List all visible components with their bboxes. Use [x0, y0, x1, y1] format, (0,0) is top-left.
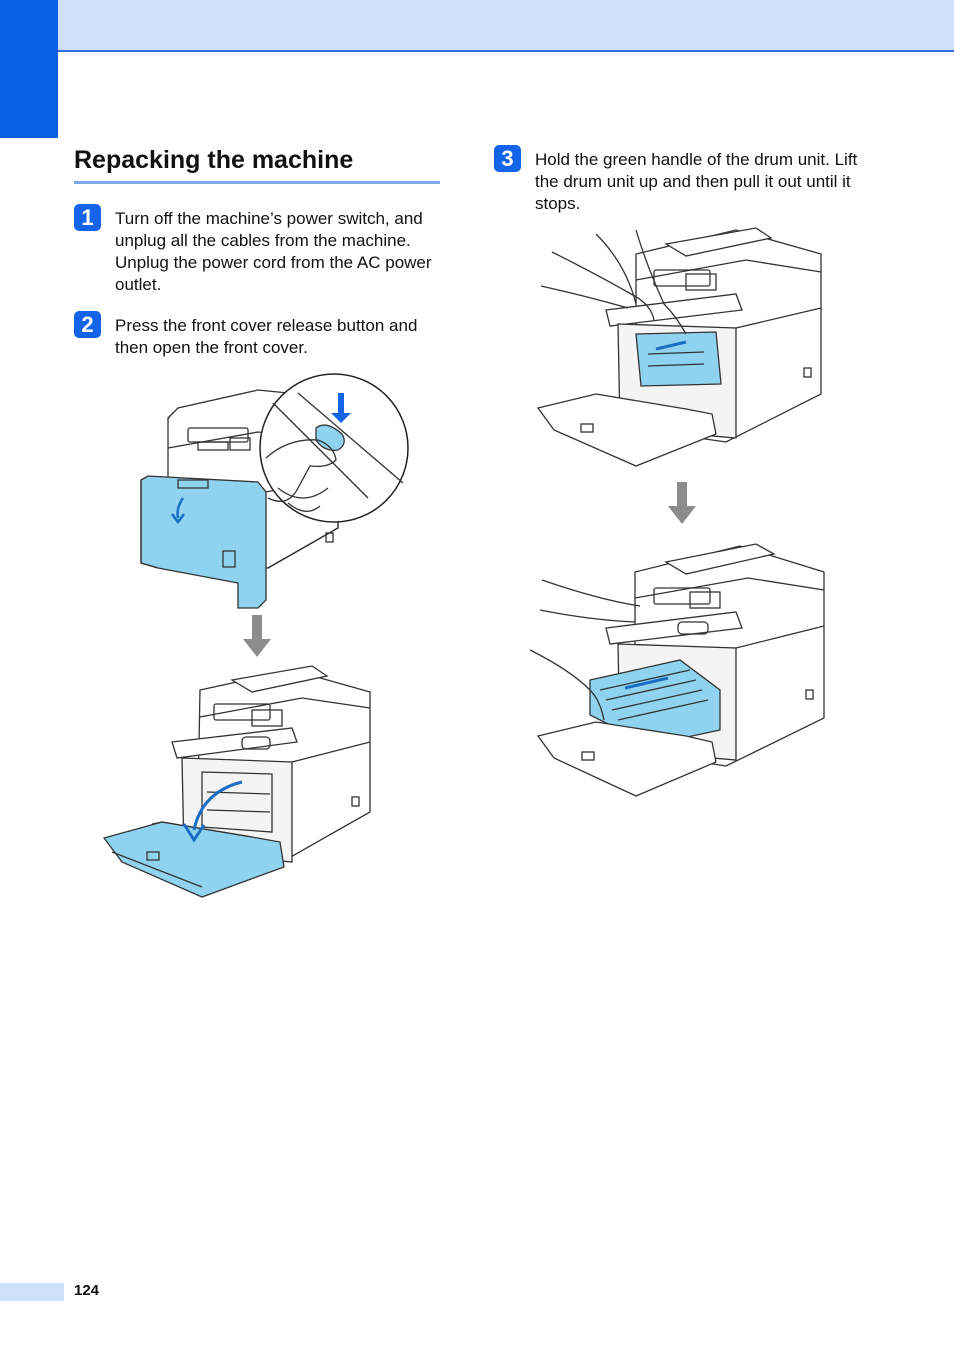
- title-rule: [74, 181, 440, 184]
- printer-front-cover-open-illustration: [102, 665, 371, 898]
- drum-unit-pull-out-illustration: [530, 543, 825, 797]
- page-number: 124: [74, 1282, 100, 1299]
- step-number-badge: 3: [494, 145, 521, 172]
- header-band: [0, 0, 954, 52]
- chapter-side-tab: [0, 0, 58, 138]
- arrow-down-icon: [243, 615, 271, 657]
- section-title: Repacking the machine: [74, 146, 354, 174]
- page-number-tab: [0, 1283, 64, 1301]
- drum-unit-lift-illustration: [536, 227, 822, 467]
- step-number-badge: 1: [74, 204, 101, 231]
- step-number-badge: 2: [74, 311, 101, 338]
- step-text: Hold the green handle of the drum unit. …: [535, 150, 858, 213]
- step-text: Turn off the machine’s power switch, and…: [115, 209, 432, 294]
- arrow-down-icon: [668, 482, 696, 524]
- printer-front-cover-release-illustration: [140, 373, 409, 609]
- step-text: Press the front cover release button and…: [115, 316, 418, 357]
